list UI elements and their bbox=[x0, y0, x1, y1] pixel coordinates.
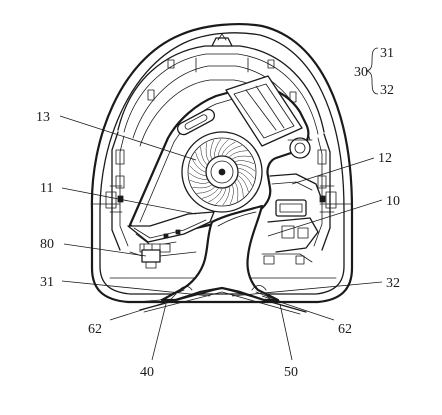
fan-blades bbox=[188, 138, 256, 206]
fan-blade bbox=[188, 172, 207, 180]
fan-blade bbox=[208, 188, 223, 203]
group-legend: 30 31 32 bbox=[354, 46, 394, 98]
legend-item-31: 31 bbox=[380, 46, 394, 61]
fan-blade bbox=[189, 165, 206, 177]
fan-blade bbox=[238, 171, 253, 186]
left-internal-parts bbox=[127, 211, 215, 269]
top-arch-cover bbox=[117, 33, 325, 149]
label-31: 31 bbox=[40, 275, 54, 290]
fan-blade bbox=[200, 146, 207, 165]
fan-blade bbox=[235, 160, 255, 164]
fan-blade bbox=[221, 141, 236, 156]
fan-blade bbox=[201, 188, 219, 199]
fan-blade bbox=[225, 145, 243, 156]
leader-lines bbox=[59, 115, 383, 361]
fan-blade bbox=[217, 139, 229, 156]
fan-blade bbox=[189, 180, 209, 184]
label-12: 12 bbox=[378, 151, 392, 166]
air-duct bbox=[160, 204, 280, 302]
fan-blade bbox=[192, 185, 212, 189]
fan-blade bbox=[205, 142, 209, 162]
impeller bbox=[181, 131, 263, 213]
fan-blade bbox=[237, 164, 256, 172]
label-10: 10 bbox=[386, 194, 400, 209]
label-11: 11 bbox=[40, 181, 53, 196]
fan-blade bbox=[232, 155, 252, 159]
fan-blade bbox=[195, 151, 206, 169]
fan-blade bbox=[238, 167, 255, 179]
fan-blade bbox=[191, 158, 206, 173]
label-40: 40 bbox=[140, 365, 154, 380]
fan-blade bbox=[222, 187, 230, 206]
fan-blade bbox=[230, 185, 234, 205]
fan-blade bbox=[237, 179, 244, 198]
label-32: 32 bbox=[386, 276, 400, 291]
left-side-frame bbox=[105, 131, 129, 251]
legend-brace bbox=[365, 47, 379, 95]
label-80: 80 bbox=[40, 237, 54, 252]
fan-blade bbox=[229, 150, 248, 157]
label-62-right: 62 bbox=[338, 322, 352, 337]
reference-numerals: 13 12 11 10 80 31 32 62 62 40 50 bbox=[36, 110, 400, 380]
label-50: 50 bbox=[284, 365, 298, 380]
legend-item-32: 32 bbox=[380, 83, 394, 98]
base-fins bbox=[135, 285, 309, 315]
right-side-frame bbox=[313, 133, 337, 251]
fan-blade bbox=[215, 188, 227, 205]
fan-blade bbox=[235, 182, 239, 202]
label-13: 13 bbox=[36, 110, 50, 125]
label-62-left: 62 bbox=[88, 322, 102, 337]
fan-blade bbox=[238, 175, 249, 193]
fan-blade bbox=[196, 187, 215, 194]
fan-blade bbox=[214, 138, 222, 157]
legend-group-30: 30 bbox=[354, 65, 368, 80]
fan-blade bbox=[210, 139, 214, 159]
